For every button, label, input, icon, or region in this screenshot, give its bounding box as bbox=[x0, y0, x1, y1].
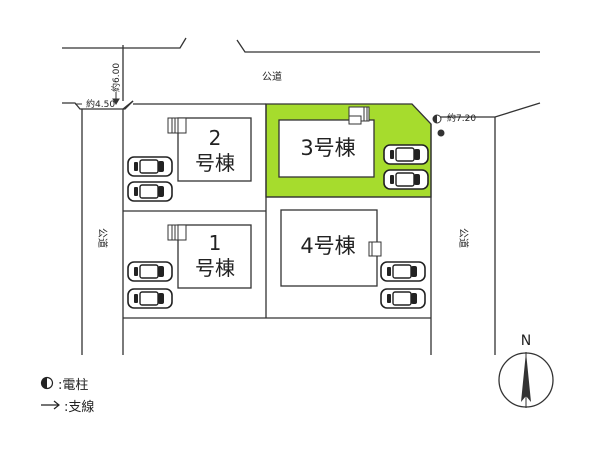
legend-pole-label: :電柱 bbox=[58, 377, 89, 393]
road-west-label: 公道 bbox=[96, 228, 109, 248]
compass-north-label: N bbox=[521, 333, 531, 349]
lot-1-suffix: 号棟 bbox=[195, 256, 235, 280]
road-east-label: 公道 bbox=[457, 228, 470, 248]
legend-row-stay: :支線 bbox=[40, 394, 94, 416]
utility-pole-icon bbox=[40, 376, 54, 390]
car-icon bbox=[127, 156, 173, 177]
lot-2-suffix: 号棟 bbox=[195, 151, 235, 175]
car-icon bbox=[380, 261, 426, 282]
legend: :電柱 :支線 bbox=[40, 372, 94, 416]
car-icon bbox=[383, 169, 429, 190]
house-3[interactable] bbox=[278, 119, 375, 178]
lot-3-label: 3号棟 bbox=[300, 136, 355, 160]
car-icon bbox=[127, 261, 173, 282]
car-icon bbox=[127, 181, 173, 202]
house-2[interactable] bbox=[177, 117, 252, 182]
stay-wire-arrow-icon bbox=[41, 400, 60, 410]
entrance-steps bbox=[167, 106, 382, 257]
road-east-width: 約7.20 bbox=[447, 112, 476, 124]
lot-4-label: 4号棟 bbox=[300, 234, 355, 258]
lot-2-number: 2 bbox=[209, 126, 222, 150]
road-north-width: 約6.00 bbox=[110, 63, 122, 92]
parking-cars bbox=[127, 144, 429, 309]
north-arrow-compass: N bbox=[498, 333, 554, 408]
car-icon bbox=[383, 144, 429, 165]
house-1[interactable] bbox=[177, 224, 252, 289]
car-icon bbox=[380, 288, 426, 309]
road-lines bbox=[62, 37, 541, 355]
utility-pole-icons bbox=[432, 114, 445, 137]
car-icon bbox=[127, 288, 173, 309]
legend-stay-label: :支線 bbox=[64, 399, 95, 415]
house-4[interactable] bbox=[280, 209, 378, 287]
house-footprints bbox=[177, 117, 378, 289]
lot-1-number: 1 bbox=[209, 231, 222, 255]
road-west-width: 約4.50 bbox=[86, 98, 115, 110]
legend-row-pole: :電柱 bbox=[40, 372, 94, 394]
width-arrows bbox=[75, 92, 120, 105]
road-north-label: 公道 bbox=[262, 70, 282, 83]
lot-boundaries bbox=[122, 100, 432, 355]
